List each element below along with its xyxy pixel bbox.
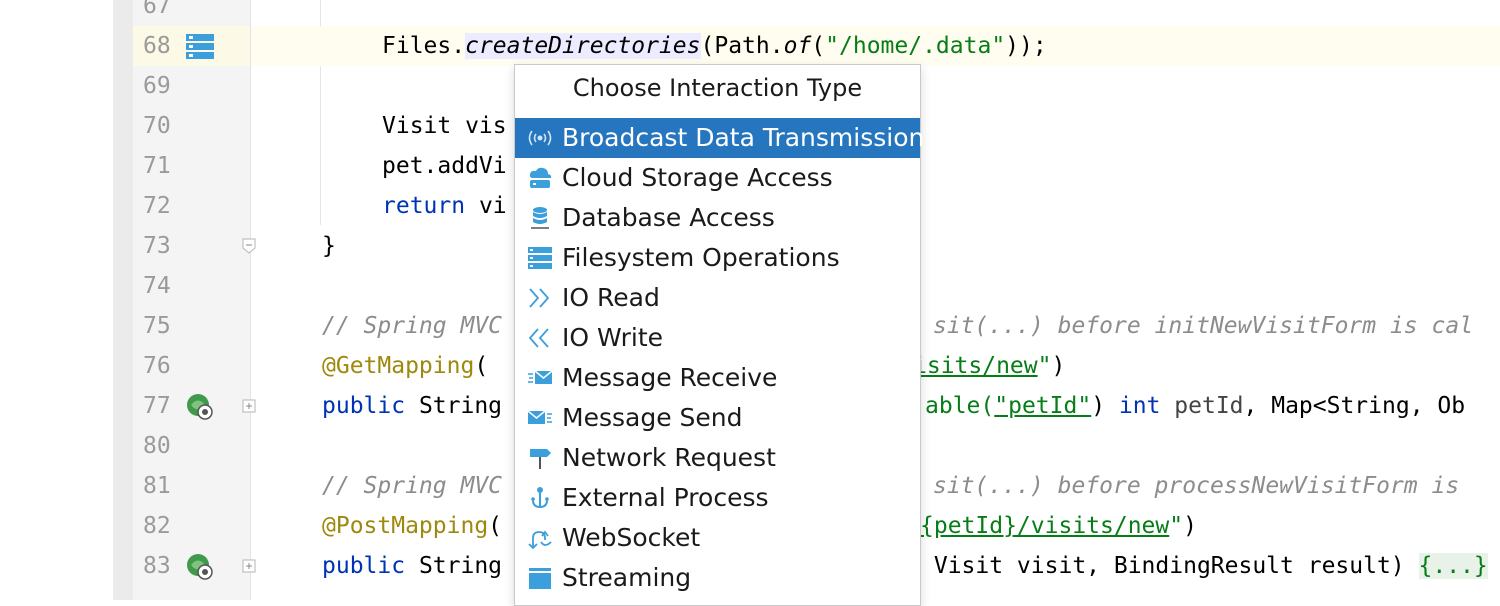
tool-window-strip-edge: [113, 0, 133, 600]
line-number: 80: [143, 433, 171, 459]
editor-gutter[interactable]: [133, 0, 250, 600]
gutter-divider: [250, 0, 251, 600]
code-text[interactable]: public String: [322, 553, 503, 579]
code-comment[interactable]: sit(...) before initNewVisitForm is cal: [933, 313, 1474, 339]
io-read-icon: [529, 288, 550, 308]
popup-item-label: Filesystem Operations: [562, 243, 840, 272]
popup-item-label: Broadcast Data Transmission: [562, 123, 925, 152]
message-receive-icon: [528, 370, 553, 384]
popup-item-streaming[interactable]: Streaming: [515, 558, 920, 598]
line-number: 67: [143, 0, 171, 19]
popup-item-label: External Process: [562, 483, 769, 512]
popup-item-label: Cloud Storage Access: [562, 163, 833, 192]
code-text[interactable]: Files.createDirectories(Path.of("/home/.…: [382, 33, 1047, 59]
filesystem-icon: [528, 247, 552, 269]
line-number: 83: [143, 553, 171, 579]
code-comment[interactable]: // Spring MVC: [322, 473, 503, 499]
fold-expand-icon[interactable]: [241, 398, 257, 414]
io-write-icon: [528, 328, 549, 348]
popup-item-broadcast-data-transmission[interactable]: Broadcast Data Transmission: [515, 118, 924, 158]
line-number: 73: [143, 233, 171, 259]
code-line: 75 // Spring MVC sit(...) before initNew…: [0, 306, 1500, 346]
broadcast-icon: [528, 130, 552, 146]
cloud-storage-icon: [529, 167, 552, 188]
code-text[interactable]: Visit visit, BindingResult result) {...}: [920, 553, 1488, 579]
code-text[interactable]: {petId}/visits/new"): [920, 513, 1197, 539]
popup-item-database-access[interactable]: Database Access: [515, 198, 920, 238]
web-endpoint-icon[interactable]: [185, 392, 215, 420]
code-text[interactable]: pet.addVi: [382, 153, 507, 179]
indent-guide: [320, 0, 321, 225]
popup-item-label: Message Send: [562, 403, 743, 432]
popup-item-label: IO Read: [562, 283, 660, 312]
line-number: 75: [143, 313, 171, 339]
popup-title: Choose Interaction Type: [572, 74, 863, 102]
popup-item-label: Streaming: [562, 563, 692, 592]
line-number: 82: [143, 513, 171, 539]
line-number: 69: [143, 73, 171, 99]
database-icon: [531, 207, 549, 229]
code-text[interactable]: }: [322, 233, 336, 259]
code-line: 67: [0, 0, 1500, 26]
code-line-current: 68 Files.createDirectories(Path.of("/hom…: [0, 26, 1500, 66]
streaming-icon: [529, 568, 551, 589]
code-line: 73 }: [0, 226, 1500, 266]
line-number: 68: [143, 33, 171, 59]
line-number: 71: [143, 153, 171, 179]
code-text[interactable]: @PostMapping(: [322, 513, 503, 539]
code-text[interactable]: able("petId") int petId, Map<String, Ob: [925, 393, 1466, 419]
code-line: 72 return vi: [0, 186, 1500, 226]
filesystem-gutter-icon[interactable]: [185, 32, 215, 60]
network-request-icon: [530, 449, 551, 469]
popup-item-io-read[interactable]: IO Read: [515, 278, 920, 318]
popup-item-network-request[interactable]: Network Request: [515, 438, 920, 478]
code-line: 82 @PostMapping( {petId}/visits/new"): [0, 506, 1500, 546]
code-line: 71 pet.addVi: [0, 146, 1500, 186]
message-send-icon: [527, 410, 552, 424]
line-number: 76: [143, 353, 171, 379]
line-number: 81: [143, 473, 171, 499]
code-text[interactable]: isits/new"): [913, 353, 1066, 379]
line-number: 72: [143, 193, 171, 219]
popup-item-io-write[interactable]: IO Write: [515, 318, 920, 358]
code-text[interactable]: @GetMapping(: [322, 353, 489, 379]
popup-item-label: IO Write: [562, 323, 664, 352]
code-line: 70 Visit vis: [0, 106, 1500, 146]
fold-end-icon[interactable]: [241, 238, 257, 254]
popup-item-label: Message Receive: [562, 363, 778, 392]
popup-item-label: WebSocket: [562, 523, 701, 552]
popup-item-websocket[interactable]: WebSocket: [515, 518, 920, 558]
code-line: 69: [0, 66, 1500, 106]
code-comment[interactable]: sit(...) before processNewVisitForm is: [933, 473, 1460, 499]
popup-item-message-send[interactable]: Message Send: [515, 398, 920, 438]
code-line: 81 // Spring MVC sit(...) before process…: [0, 466, 1500, 506]
web-endpoint-icon[interactable]: [185, 552, 215, 580]
code-line: 77 public String able("petId") int petId…: [0, 386, 1500, 426]
external-process-icon: [531, 487, 549, 509]
code-text[interactable]: public String: [322, 393, 503, 419]
code-line: 83 public String Visit visit, BindingRes…: [0, 546, 1500, 586]
interaction-type-popup[interactable]: Choose Interaction Type Broadcast Data T…: [514, 64, 924, 606]
fold-expand-icon[interactable]: [241, 558, 257, 574]
code-line: 76 @GetMapping( isits/new"): [0, 346, 1500, 386]
code-text[interactable]: return vi: [382, 193, 507, 219]
popup-item-filesystem-operations[interactable]: Filesystem Operations: [515, 238, 920, 278]
code-comment[interactable]: // Spring MVC: [322, 313, 503, 339]
popup-item-message-receive[interactable]: Message Receive: [515, 358, 920, 398]
line-number: 70: [143, 113, 171, 139]
code-line: 80: [0, 426, 1500, 466]
code-line: 74: [0, 266, 1500, 306]
popup-item-cloud-storage-access[interactable]: Cloud Storage Access: [515, 158, 920, 198]
popup-item-label: Network Request: [562, 443, 776, 472]
line-number: 74: [143, 273, 171, 299]
line-number: 77: [143, 393, 171, 419]
popup-item-external-process[interactable]: External Process: [515, 478, 920, 518]
tool-window-strip: [0, 0, 113, 600]
websocket-icon: [528, 530, 552, 550]
popup-item-label: Database Access: [562, 203, 775, 232]
code-text[interactable]: Visit vis: [382, 113, 507, 139]
